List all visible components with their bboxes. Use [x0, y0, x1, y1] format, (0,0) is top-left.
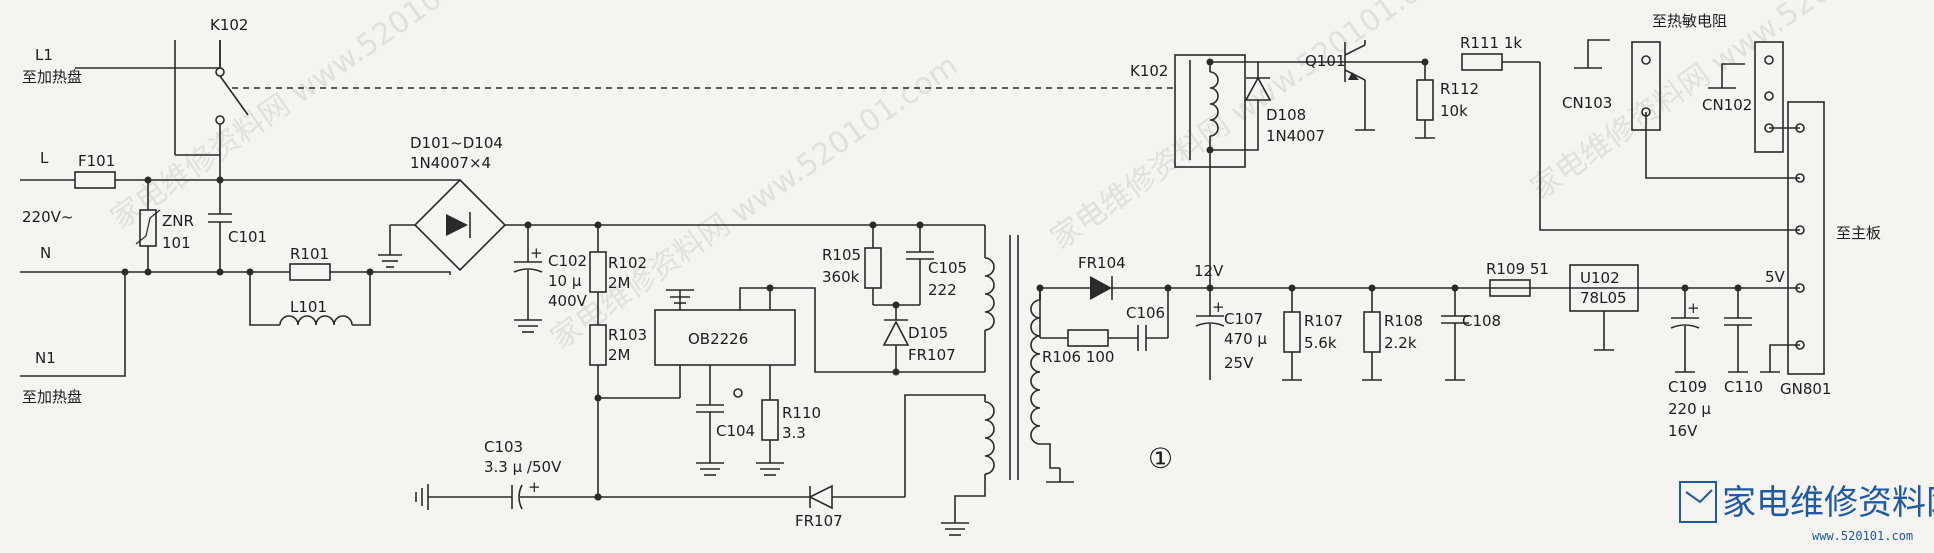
- label-r110-val: 3.3: [782, 424, 806, 442]
- label-r112-val: 10k: [1440, 102, 1468, 120]
- label-c104: C104: [716, 422, 755, 440]
- label-n: N: [40, 244, 51, 262]
- label-5v: 5V: [1765, 268, 1786, 286]
- site-logo: 家电维修资料网 www.520101.com: [1679, 481, 1934, 543]
- label-r107-val: 5.6k: [1304, 334, 1337, 352]
- label-znr-val: 101: [162, 234, 191, 252]
- k102-switch: [75, 40, 1175, 180]
- label-r102-val: 2M: [608, 274, 631, 292]
- label-l1: L1: [35, 46, 53, 64]
- label-c105: C105: [928, 259, 967, 277]
- label-c106: C106: [1126, 304, 1165, 322]
- label-cn102: CN102: [1702, 96, 1752, 114]
- mains-input: [20, 171, 451, 377]
- label-r111: R111 1k: [1460, 34, 1522, 52]
- label-r108-val: 2.2k: [1384, 334, 1417, 352]
- label-c107-val1: 470 μ: [1224, 330, 1267, 348]
- label-cn103: CN103: [1562, 94, 1612, 112]
- label-r109: R109 51: [1486, 260, 1549, 278]
- label-fr104: FR104: [1078, 254, 1126, 272]
- label-c102-val2: 400V: [548, 292, 588, 310]
- label-r105-val: 360k: [822, 268, 860, 286]
- watermark: 家电维修资料网 www.520101.com: [105, 0, 525, 237]
- label-f101: F101: [78, 152, 115, 170]
- label-r102: R102: [608, 254, 647, 272]
- label-n1-dest: 至加热盘: [22, 388, 82, 406]
- label-c107-val2: 25V: [1224, 354, 1254, 372]
- label-c103-val: 3.3 μ /50V: [484, 458, 562, 476]
- label-heat-dest: 至热敏电阻: [1652, 12, 1727, 30]
- label-d108: D108: [1266, 106, 1306, 124]
- aux-supply: +: [415, 478, 905, 510]
- label-q101: Q101: [1305, 52, 1345, 70]
- label-d105: D105: [908, 324, 948, 342]
- label-c101: C101: [228, 228, 267, 246]
- label-d101: D101~D104: [410, 134, 503, 152]
- svg-text:+: +: [530, 244, 543, 262]
- label-c102: C102: [548, 252, 587, 270]
- label-220v: 220V~: [22, 208, 73, 226]
- watermark: 家电维修资料网 www.520101.com: [1045, 0, 1465, 257]
- label-12v: 12V: [1194, 262, 1224, 280]
- label-fr107b: FR107: [795, 512, 843, 530]
- label-r107: R107: [1304, 312, 1343, 330]
- label-r108: R108: [1384, 312, 1423, 330]
- ic-ob2226: [654, 284, 985, 476]
- label-c103: C103: [484, 438, 523, 456]
- labels: K102 L1 至加热盘 L F101 220V~ ZNR 101 C101 N…: [22, 12, 1881, 530]
- secondary-12v: + +: [1036, 264, 1805, 381]
- logo-url: www.520101.com: [1812, 529, 1913, 543]
- label-r106: R106 100: [1042, 348, 1114, 366]
- label-l101: L101: [290, 298, 327, 316]
- relay-driver: [1174, 40, 1805, 288]
- label-r101: R101: [290, 245, 329, 263]
- label-k102-coil: K102: [1130, 62, 1168, 80]
- label-gn801: GN801: [1780, 380, 1831, 398]
- label-c110: C110: [1724, 378, 1763, 396]
- label-r103: R103: [608, 326, 647, 344]
- svg-text:+: +: [528, 478, 541, 496]
- label-r105: R105: [822, 246, 861, 264]
- label-r103-val: 2M: [608, 346, 631, 364]
- label-d101-val: 1N4007×4: [410, 154, 491, 172]
- hv-bus: +: [513, 221, 985, 501]
- label-c108: C108: [1462, 312, 1501, 330]
- label-u102-val: 78L05: [1580, 289, 1627, 307]
- label-c102-val1: 10 μ: [548, 272, 582, 290]
- label-mainboard: 至主板: [1836, 224, 1881, 242]
- label-c109-val1: 220 μ: [1668, 400, 1711, 418]
- label-c109-val2: 16V: [1668, 422, 1698, 440]
- svg-text:+: +: [1687, 299, 1700, 317]
- label-r110: R110: [782, 404, 821, 422]
- label-l: L: [40, 149, 49, 167]
- label-l1-dest: 至加热盘: [22, 68, 82, 86]
- label-n1: N1: [35, 349, 56, 367]
- label-u102: U102: [1580, 269, 1620, 287]
- label-c109: C109: [1668, 378, 1707, 396]
- label-r112: R112: [1440, 80, 1479, 98]
- snubber: [864, 221, 934, 376]
- label-c105-val: 222: [928, 281, 957, 299]
- label-k102-top: K102: [210, 16, 248, 34]
- label-ic: OB2226: [688, 330, 748, 348]
- svg-text:+: +: [1212, 298, 1225, 316]
- label-d108-val: 1N4007: [1266, 127, 1325, 145]
- logo-text: 家电维修资料网: [1722, 483, 1934, 523]
- transformer: [904, 225, 1074, 536]
- connectors: [1574, 39, 1825, 375]
- circled-number: ①: [1148, 442, 1173, 475]
- label-c107: C107: [1224, 310, 1263, 328]
- bridge-rectifier: [378, 178, 528, 272]
- label-znr: ZNR: [162, 212, 194, 230]
- label-d105-val: FR107: [908, 346, 956, 364]
